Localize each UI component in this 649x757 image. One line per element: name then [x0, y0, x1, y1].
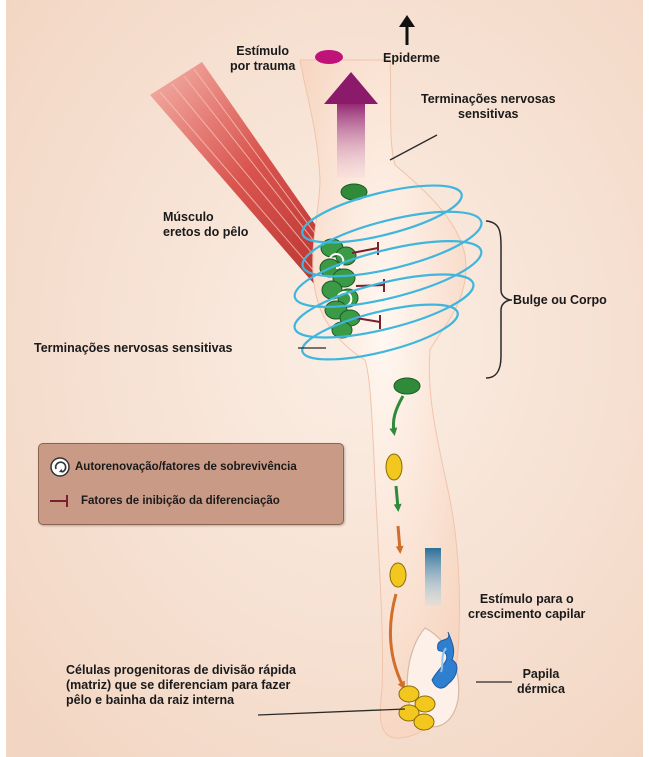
progenitor-cell-2 — [390, 563, 406, 587]
dermal-papilla-line-2: dérmica — [517, 682, 565, 697]
sensory-nerve-top-line-1: Terminações nervosas — [421, 92, 556, 107]
stimulus-trauma-label: Estímulo por trauma — [230, 44, 295, 74]
legend-row-inhibition: Fatores de inibição da diferenciação — [49, 493, 280, 509]
progenitor-cell-1 — [386, 454, 402, 480]
epidermis-label: Epiderme — [383, 51, 440, 66]
legend-row-self-renewal: Autorenovação/fatores de sobrevivência — [49, 456, 297, 478]
dermal-papilla-label: Papila dérmica — [517, 667, 565, 697]
stem-cell-lower — [394, 378, 420, 394]
legend-inhibition-text: Fatores de inibição da diferenciação — [81, 495, 280, 507]
sensory-nerve-top-line-2: sensitivas — [421, 107, 556, 122]
progenitor-cells-line-1: Células progenitoras de divisão rápida — [66, 663, 296, 678]
growth-stimulus-line-1: Estímulo para o — [468, 592, 585, 607]
progenitor-cells-label: Células progenitoras de divisão rápida (… — [66, 663, 296, 708]
growth-stimulus-label: Estímulo para o crescimento capilar — [468, 592, 585, 622]
legend-self-renewal-text: Autorenovação/fatores de sobrevivência — [75, 461, 297, 473]
progenitor-cells-line-3: pêlo e bainha da raiz interna — [66, 693, 296, 708]
bulge-label: Bulge ou Corpo — [513, 293, 607, 308]
stimulus-trauma-line-1: Estímulo — [230, 44, 295, 59]
inhibition-bar-icon — [49, 493, 71, 509]
migration-arrow-2 — [396, 486, 398, 508]
growth-stimulus-bar — [425, 548, 441, 606]
legend-box: Autorenovação/fatores de sobrevivência F… — [38, 443, 344, 525]
trauma-stimulus-dot — [315, 50, 343, 64]
stimulus-trauma-line-2: por trauma — [230, 59, 295, 74]
arrector-muscle-label: Músculo eretos do pêlo — [163, 210, 248, 240]
migration-arrow-3 — [398, 526, 400, 550]
progenitor-cells-line-2: (matriz) que se diferenciam para fazer — [66, 678, 296, 693]
sensory-nerve-left-label: Terminações nervosas sensitivas — [34, 341, 233, 356]
sensory-nerve-top-label: Terminações nervosas sensitivas — [421, 92, 556, 122]
dermal-papilla-line-1: Papila — [517, 667, 565, 682]
growth-stimulus-line-2: crescimento capilar — [468, 607, 585, 622]
arrector-muscle-line-2: eretos do pêlo — [163, 225, 248, 240]
circular-arrow-icon — [49, 456, 71, 478]
arrector-muscle-line-1: Músculo — [163, 210, 248, 225]
